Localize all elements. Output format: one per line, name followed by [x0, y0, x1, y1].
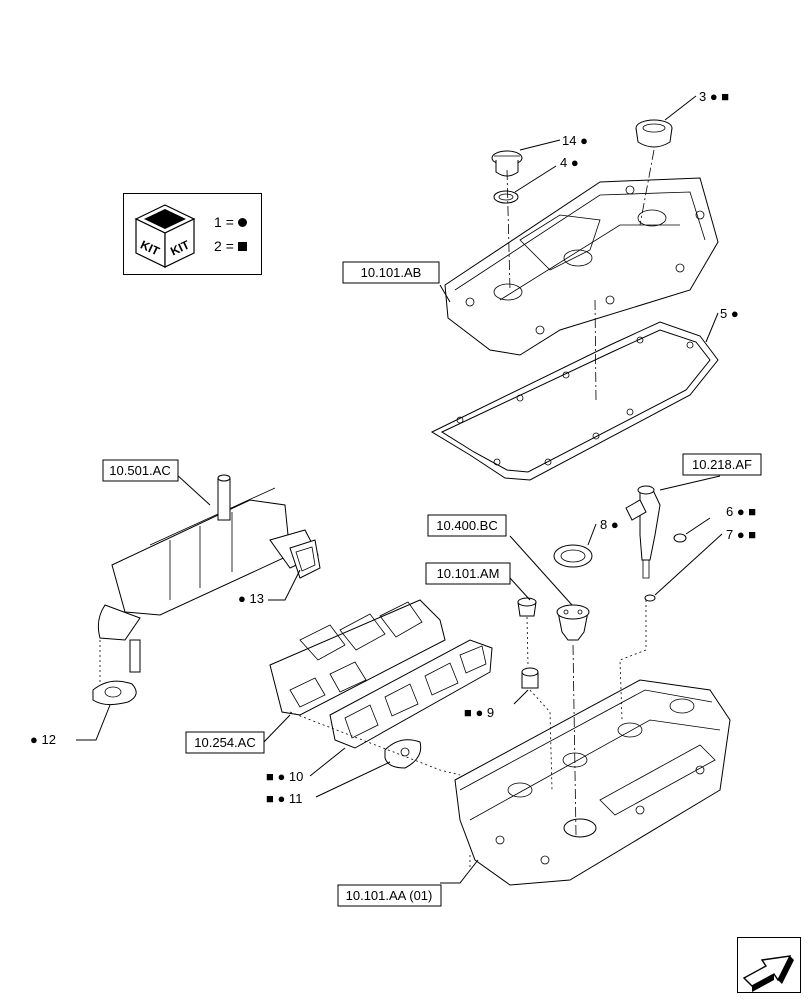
ref-label-cylinder-head[interactable]: 10.101.AA (01) — [337, 884, 442, 907]
callout-12: ● 12 — [30, 732, 56, 747]
thermostat-gasket — [553, 544, 593, 568]
kit-legend-number-1: 1 — [214, 214, 222, 230]
assembly-lines — [99, 149, 655, 870]
kit-legend-equals-2: = — [225, 238, 234, 254]
egr-cooler — [97, 474, 319, 673]
exhaust-manifold-gasket — [329, 639, 493, 749]
callout-14: 14 ● — [562, 133, 588, 148]
callout-8: 8 ● — [600, 517, 619, 532]
callout-11: ■ ● 11 — [266, 791, 302, 806]
kit-legend-row-2: 2 = — [214, 238, 247, 254]
kit-legend-row-1: 1 = — [214, 214, 247, 230]
fuel-injector — [625, 485, 661, 579]
egr-gasket-inlet — [92, 680, 137, 706]
callout-10: ■ ● 10 — [266, 769, 303, 784]
cylinder-head — [454, 679, 731, 886]
callout-3: 3 ● ■ — [699, 89, 729, 104]
valve-cover — [444, 177, 719, 356]
svg-text:10.218.AF: 10.218.AF — [692, 457, 752, 472]
exhaust-manifold — [269, 599, 446, 716]
kit-legend-box: KIT KIT 1 = 2 = — [123, 193, 262, 275]
callout-4: 4 ● — [560, 155, 579, 170]
seal-ring — [493, 190, 519, 204]
arrow-icon — [742, 955, 794, 992]
svg-text:10.101.AM: 10.101.AM — [437, 566, 500, 581]
ref-label-plug[interactable]: 10.101.AM — [425, 562, 511, 585]
callout-9: ■ ● 9 — [464, 705, 494, 720]
injector-washer — [644, 594, 656, 602]
kit-legend-equals-1: = — [225, 214, 234, 230]
ref-label-thermostat[interactable]: 10.400.BC — [427, 514, 507, 537]
plug — [517, 597, 537, 617]
circle-symbol-icon — [237, 217, 247, 227]
callout-13: ● 13 — [238, 591, 264, 606]
valve-cover-gasket — [430, 321, 719, 481]
ref-label-valve-cover[interactable]: 10.101.AB — [342, 261, 440, 284]
svg-text:10.101.AA (01): 10.101.AA (01) — [346, 888, 433, 903]
callout-6: 6 ● ■ — [726, 504, 756, 519]
svg-text:10.254.AC: 10.254.AC — [194, 735, 255, 750]
callout-5: 5 ● — [720, 306, 739, 321]
leader-lines — [76, 95, 723, 884]
oil-filler-cap — [491, 150, 523, 177]
plug-small — [521, 667, 539, 689]
ref-label-manifold[interactable]: 10.254.AC — [185, 731, 265, 754]
kit-box-icon: KIT KIT — [134, 204, 196, 268]
svg-text:10.501.AC: 10.501.AC — [109, 463, 170, 478]
ref-label-injector[interactable]: 10.218.AF — [682, 453, 762, 476]
svg-text:10.400.BC: 10.400.BC — [436, 518, 497, 533]
callout-7: 7 ● ■ — [726, 527, 756, 542]
injector-o-ring — [673, 533, 687, 543]
square-symbol-icon — [237, 241, 247, 251]
nav-arrow-button[interactable] — [737, 937, 801, 993]
small-gasket — [384, 739, 422, 769]
egr-gasket-outlet — [289, 539, 321, 579]
thermostat — [556, 604, 590, 641]
injector-seal — [635, 119, 673, 148]
kit-legend-number-2: 2 — [214, 238, 222, 254]
ref-label-egr-cooler[interactable]: 10.501.AC — [102, 459, 179, 482]
svg-text:10.101.AB: 10.101.AB — [361, 265, 422, 280]
